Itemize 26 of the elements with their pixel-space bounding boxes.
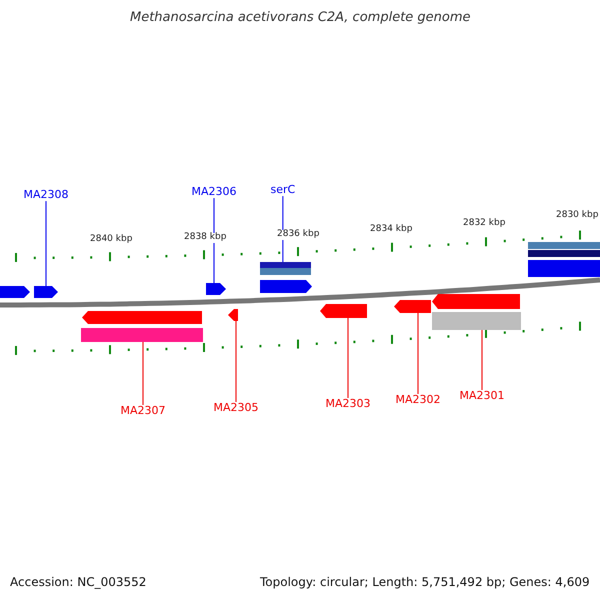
leader-line xyxy=(142,342,144,406)
gene-feature xyxy=(34,286,58,298)
gene-label: MA2307 xyxy=(120,405,166,418)
scale-label: 2830 kbp xyxy=(556,211,598,221)
gene-label: serC xyxy=(270,184,296,196)
gene-feature xyxy=(394,300,431,313)
accession-text: Accession: NC_003552 xyxy=(10,576,146,589)
scale-label: 2836 kbp xyxy=(277,230,320,240)
gene-label: MA2302 xyxy=(396,394,441,406)
gene-feature xyxy=(320,304,367,318)
scale-label: 2834 kbp xyxy=(370,225,412,235)
gene-feature xyxy=(228,309,238,321)
genome-summary: Topology: circular; Length: 5,751,492 bp; Genes: 4,609 xyxy=(260,576,590,589)
gene-label: MA2308 xyxy=(24,189,69,202)
gene-feature xyxy=(81,311,203,342)
gene-label: MA2303 xyxy=(326,398,371,410)
gene-label: MA2305 xyxy=(214,402,259,414)
scale-label: 2840 kbp xyxy=(90,235,132,245)
gene-feature xyxy=(432,294,521,330)
scale-label: 2838 kbp xyxy=(184,233,226,243)
scale-label: 2832 kbp xyxy=(463,219,506,229)
gene-feature xyxy=(260,262,312,293)
gene-label: MA2301 xyxy=(460,390,505,402)
gene-feature xyxy=(206,283,226,295)
gene-label: MA2306 xyxy=(192,186,237,198)
title: Methanosarcina acetivorans C2A, complete genome xyxy=(130,11,471,26)
